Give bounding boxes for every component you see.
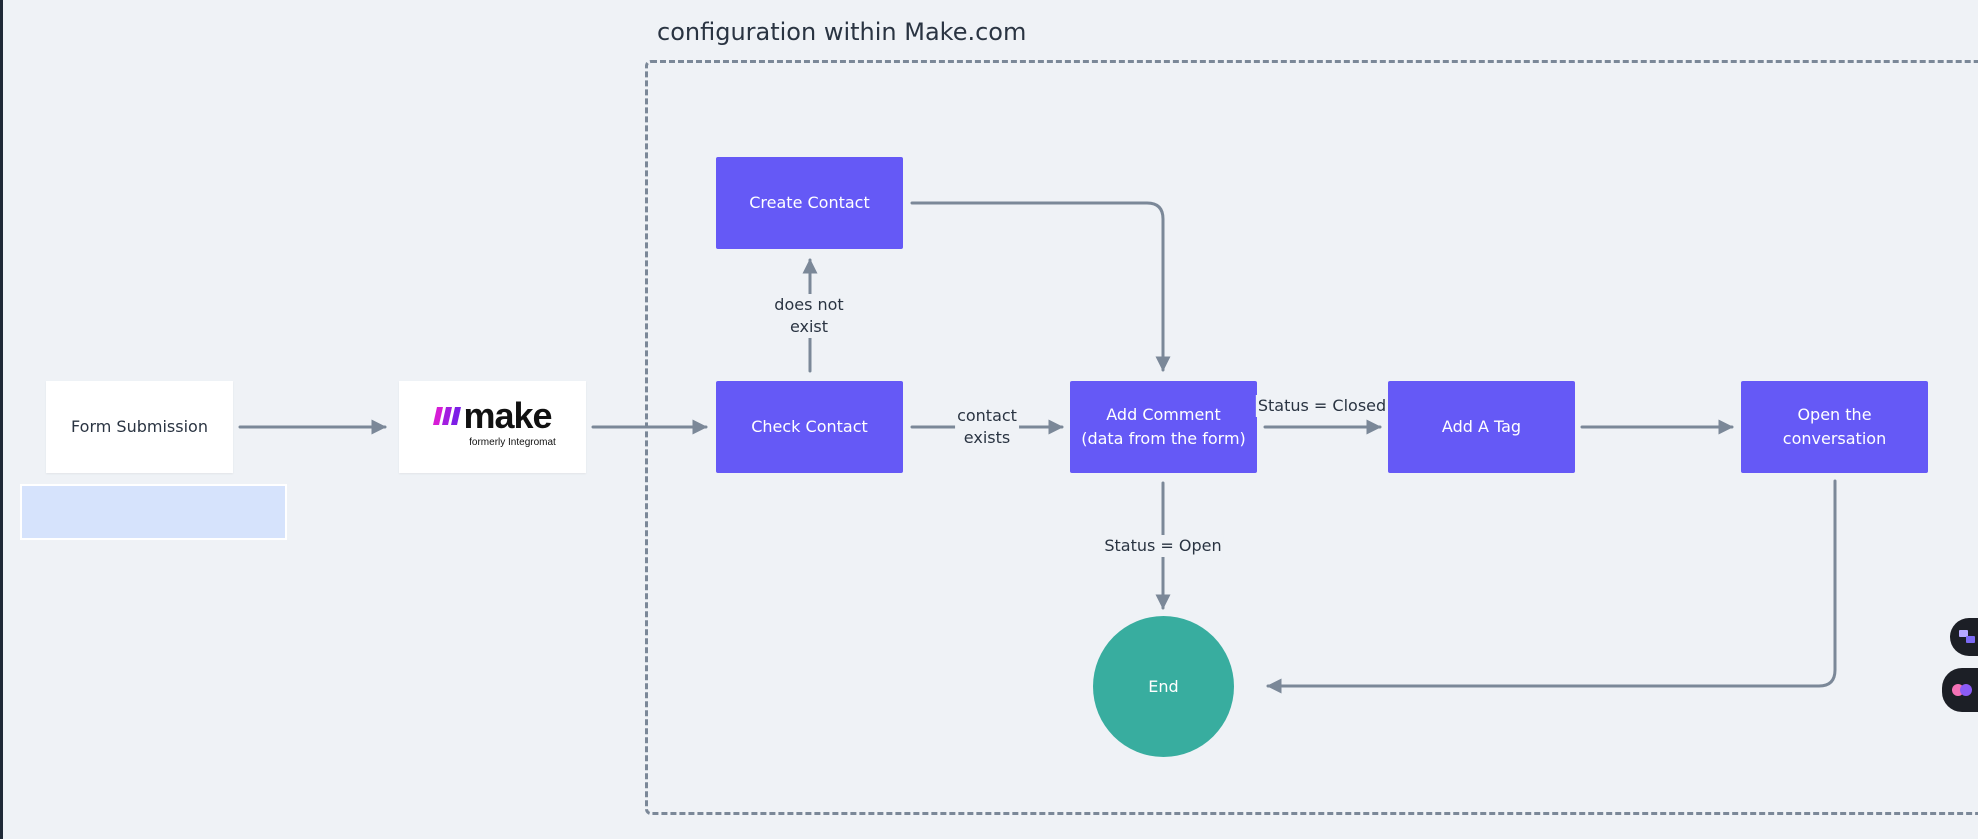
make-tagline: formerly Integromat [469,437,556,448]
add-tag-node[interactable]: Add A Tag [1388,381,1575,473]
check-contact-label: Check Contact [751,417,868,436]
window-left-edge [0,0,3,839]
edge-open-to-end[interactable] [1266,479,1837,694]
form-submission-label: Form Submission [71,417,208,436]
edge-create-to-comment[interactable] [910,201,1171,372]
add-comment-label-line1: Add Comment [1106,405,1221,424]
create-contact-node[interactable]: Create Contact [716,157,903,249]
open-conversation-node[interactable]: Open the conversation [1741,381,1928,473]
floating-assistant-button[interactable] [1942,668,1978,712]
open-conversation-label-line1: Open the [1797,405,1872,424]
edge-label-status-closed: Status = Closed [1255,395,1389,417]
check-contact-node[interactable]: Check Contact [716,381,903,473]
end-label: End [1148,676,1179,696]
end-node[interactable]: End [1093,616,1234,757]
edge-label-does-not-exist: does not exist [772,294,846,338]
edge-label-contact-exists: contact exists [955,405,1019,449]
group-title: configuration within Make.com [657,18,1027,46]
edge-label-status-open: Status = Open [1102,535,1224,557]
group-frame[interactable] [645,60,1978,815]
form-submission-node[interactable]: Form Submission [46,381,233,473]
make-logo-mark-icon [433,407,462,425]
open-conversation-label-line2: conversation [1782,429,1887,448]
app-switch-icon [1959,630,1975,643]
assistant-icon [1952,684,1972,696]
add-tag-label: Add A Tag [1441,417,1522,436]
floating-app-button[interactable] [1950,618,1978,656]
add-comment-node[interactable]: Add Comment (data from the form) [1070,381,1257,473]
make-wordmark: make [463,395,552,436]
add-comment-label-line2: (data from the form) [1081,429,1246,448]
make-logo: make formerly Integromat [429,395,556,455]
empty-note-box[interactable] [20,484,287,540]
create-contact-label: Create Contact [749,193,870,212]
make-logo-node[interactable]: make formerly Integromat [399,381,586,473]
